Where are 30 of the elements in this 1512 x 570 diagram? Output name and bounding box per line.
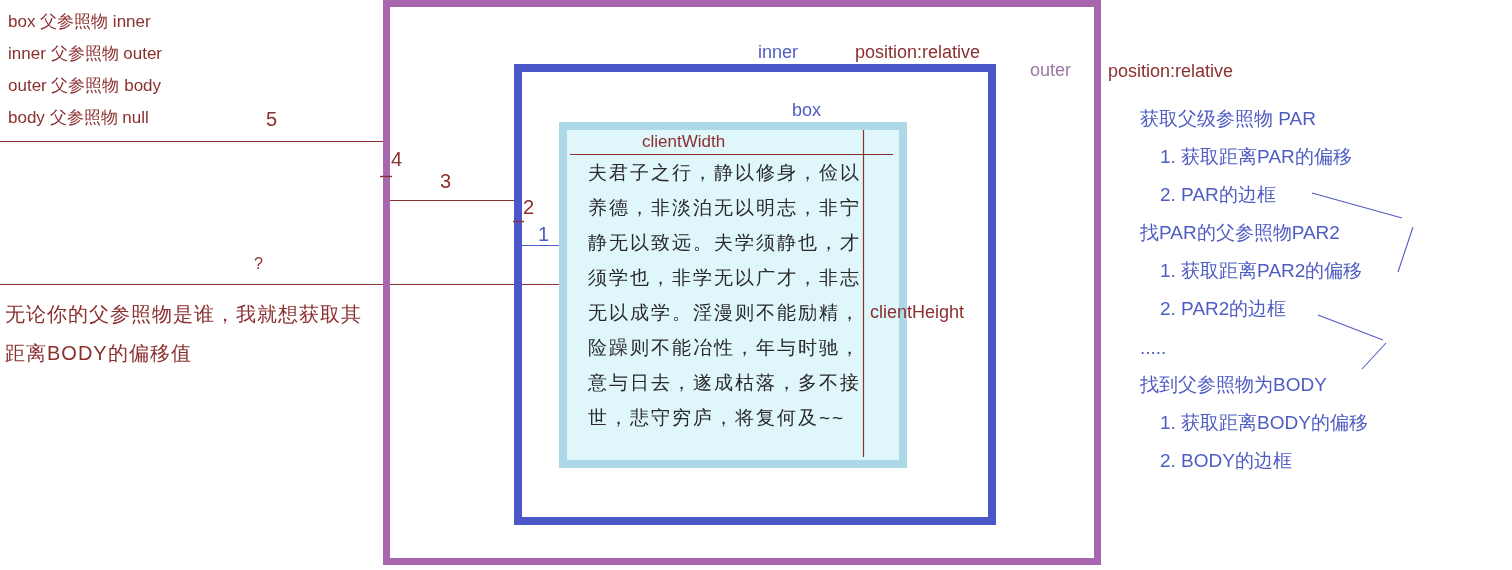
dimension-number: 1 — [538, 222, 550, 246]
note-text: body 父参照物 null — [8, 108, 149, 129]
frame-title: outer — [1030, 60, 1072, 82]
list-heading: 找到父参照物为BODY — [1140, 374, 1327, 397]
note-text: inner 父参照物 outer — [8, 44, 162, 65]
list-item: 1. 获取距离PAR2的偏移 — [1160, 260, 1363, 283]
list-item: 1. 获取距离BODY的偏移 — [1160, 412, 1368, 435]
dimension-label: clientHeight — [870, 302, 965, 324]
list-heading: 获取父级参照物 PAR — [1140, 108, 1316, 131]
list-item: 1. 获取距离PAR的偏移 — [1160, 146, 1352, 169]
dimension-number: 4 — [391, 147, 403, 171]
frame-title: inner — [758, 42, 799, 64]
list-item: 2. PAR的边框 — [1160, 184, 1276, 207]
dimension-number: 5 — [266, 107, 278, 131]
list-item: 2. BODY的边框 — [1160, 450, 1292, 473]
style-note: position:relative — [855, 42, 981, 64]
outer-frame — [383, 0, 1101, 565]
dimension-number: 3 — [440, 169, 452, 193]
paragraph-text: 夫君子之行，静以修身，俭以养德，非淡泊无以明志，非宁静无以致远。夫学须静也，才须学也，非学无以广才，非志无以成学。淫漫则不能励精，险躁则不能冶性，年与时驰，意与日去，遂成枯落，多不接世，悲守穷庐，将复何及~~ — [588, 161, 862, 430]
note-text: outer 父参照物 body — [8, 76, 162, 97]
dimension-label: clientWidth — [642, 132, 726, 153]
note-text: 无论你的父参照物是谁，我就想获取其距离BODY的偏移值 — [5, 302, 363, 366]
dimension-number: ? — [254, 254, 263, 274]
frame-title: box — [792, 100, 822, 122]
list-heading: 找PAR的父参照物PAR2 — [1140, 222, 1340, 245]
style-note: position:relative — [1108, 61, 1234, 83]
ellipsis-text: ..... — [1140, 337, 1167, 360]
dimension-number: 2 — [523, 195, 535, 219]
list-item: 2. PAR2的边框 — [1160, 298, 1287, 321]
note-text: box 父参照物 inner — [8, 12, 151, 33]
